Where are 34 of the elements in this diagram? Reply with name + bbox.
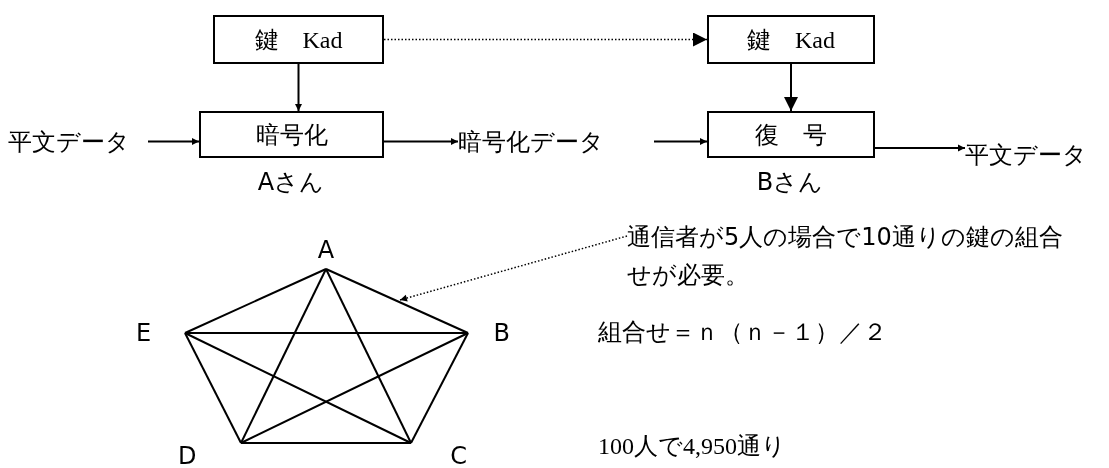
- connecting-line: [184, 332, 469, 334]
- arrow: [653, 138, 708, 145]
- process-box: 復 号: [707, 111, 875, 158]
- person-caption: Bさん: [756, 167, 824, 198]
- vertex-label: A: [311, 236, 341, 269]
- connecting-line: [325, 268, 469, 334]
- key-box: 鍵 Kad: [707, 15, 875, 64]
- key-box: 鍵 Kad: [213, 15, 384, 64]
- arrow: [383, 138, 459, 145]
- leader-line: [399, 235, 628, 302]
- vertex-label: D: [178, 443, 241, 468]
- connecting-line: [184, 268, 327, 334]
- formula-text: 組合せ＝ｎ（ｎ－１）／２: [598, 317, 887, 348]
- data-label: 平文データ: [965, 138, 1107, 172]
- data-label: 平文データ: [8, 125, 148, 159]
- person-caption: Aさん: [257, 167, 325, 198]
- arrow: [784, 63, 798, 112]
- vertex-label: B: [468, 316, 510, 350]
- data-label: 暗号化データ: [458, 125, 654, 159]
- callout-text: 通信者が5人の場合で10通りの鍵の組合せが必要。: [627, 218, 1067, 298]
- process-box: 暗号化: [199, 111, 384, 158]
- connecting-line: [184, 332, 412, 444]
- note-text: 100人で4,950通り: [598, 432, 786, 461]
- connecting-line: [325, 268, 412, 444]
- connecting-line: [410, 332, 469, 444]
- arrow: [874, 144, 966, 152]
- connecting-line: [240, 268, 327, 444]
- vertex-label: E: [136, 316, 185, 350]
- connecting-line: [240, 442, 412, 444]
- arrow: [147, 138, 200, 145]
- vertex-label: C: [411, 443, 467, 468]
- arrow: [295, 63, 302, 112]
- connecting-line: [240, 332, 469, 444]
- connecting-line: [184, 332, 242, 444]
